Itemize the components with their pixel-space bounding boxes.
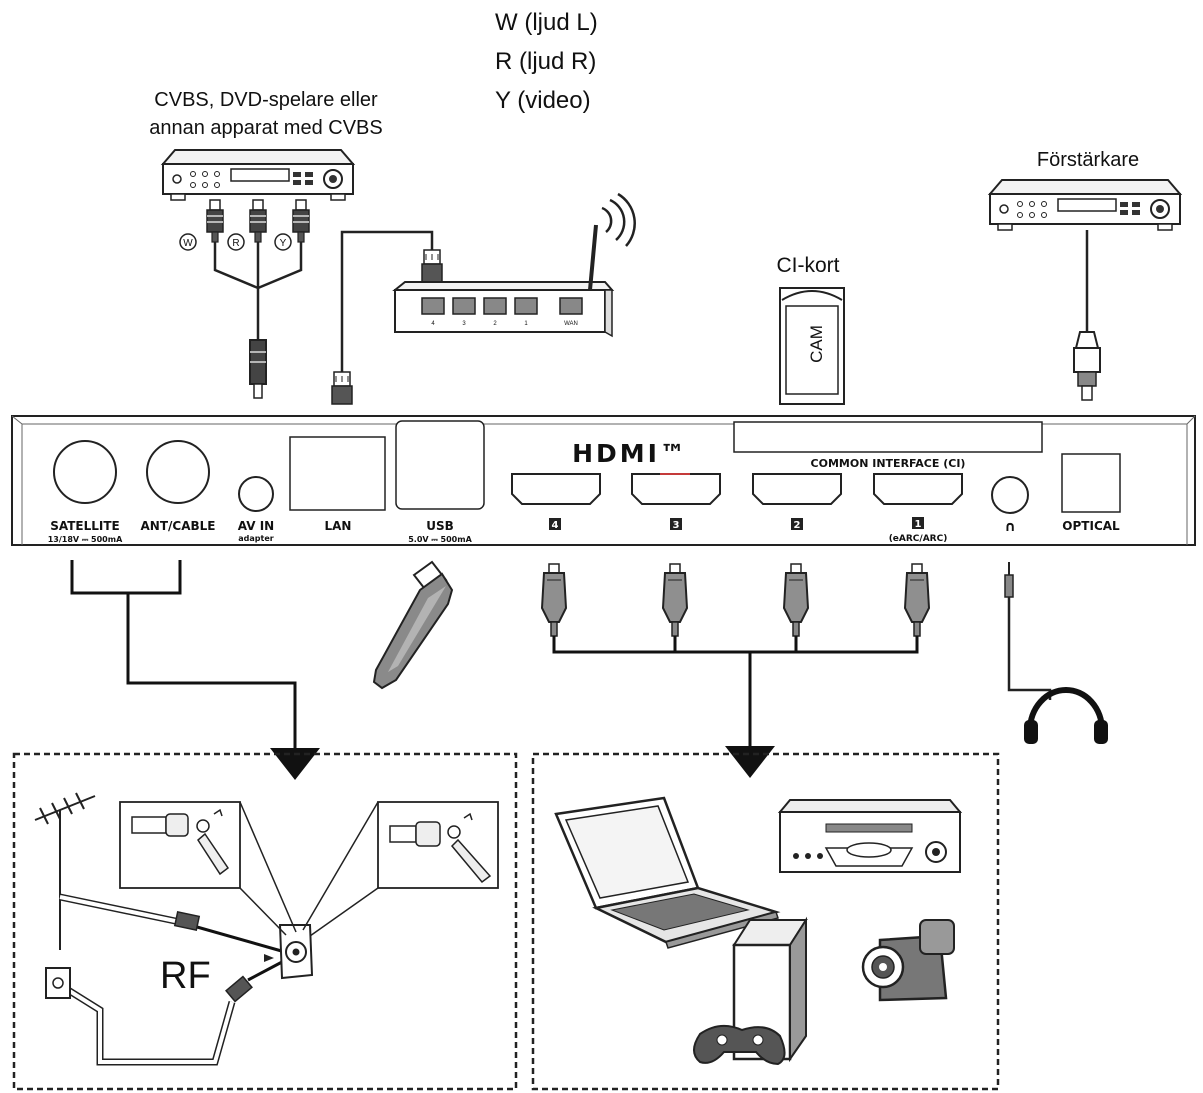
usb-spec: 5.0V ⎓ 500mA xyxy=(408,535,472,544)
satellite-label: SATELLITE xyxy=(50,519,120,533)
router-port-1: 1 xyxy=(524,321,528,327)
antenna-arrow xyxy=(70,560,297,750)
usb-stick-icon xyxy=(372,560,454,690)
callout-right xyxy=(302,801,499,937)
antenna-arrowhead xyxy=(270,748,320,780)
ant-cable-port xyxy=(146,440,210,504)
hdmi-badge-4 xyxy=(549,518,561,530)
cvbs-device-line1: CVBS, DVD-spelare eller xyxy=(154,89,378,111)
ci-slot xyxy=(733,421,1043,453)
hdmi-devices-box xyxy=(531,752,1000,1091)
cvbs-device-line2: annan apparat med CVBS xyxy=(149,117,383,139)
hdmi-plug-3-icon xyxy=(662,563,688,637)
cvbs-device-label: CVBS, DVD-spelare eller annan apparat me… xyxy=(149,89,383,139)
lan-port xyxy=(289,436,386,511)
hdmi-badge-3 xyxy=(670,518,682,530)
lan-cable xyxy=(340,230,434,372)
hdmi-port-3 xyxy=(631,473,721,505)
satellite-port xyxy=(53,440,117,504)
headphones-icon xyxy=(1024,687,1108,744)
camcorder-icon xyxy=(861,919,955,1002)
hdmi-port-3-label: 3 xyxy=(673,520,680,531)
optical-cable xyxy=(1073,230,1101,401)
cam-card-icon: CAM xyxy=(779,287,845,405)
callout-left xyxy=(119,801,297,936)
lan-label: LAN xyxy=(325,519,352,533)
rf-cables xyxy=(58,893,286,1066)
rca-letter-r: R xyxy=(232,238,239,249)
hdmi-port-1-sub-label: (eARC/ARC) xyxy=(889,534,948,544)
router-port-wan: WAN xyxy=(564,321,578,327)
common-interface-label: COMMON INTERFACE (CI) xyxy=(811,457,966,470)
hdmi-logo: HDMI™ xyxy=(572,439,688,468)
usb-port xyxy=(395,420,485,510)
hdmi-cables xyxy=(552,636,919,748)
hdmi-plug-1-icon xyxy=(904,563,930,637)
av-in-plug-icon xyxy=(249,339,267,399)
av-in-sub-label: adapter xyxy=(238,534,274,543)
router-lan-plug-icon xyxy=(421,249,443,283)
rca-cables xyxy=(213,240,303,340)
antenna-icon xyxy=(34,792,96,950)
hdmi-port-4-label: 4 xyxy=(552,520,559,531)
tv-lan-plug-icon xyxy=(331,371,353,405)
dvd-recorder-icon xyxy=(777,799,963,873)
gamepad-icon xyxy=(693,1024,786,1066)
router-port-4: 4 xyxy=(431,321,435,327)
tv-back-panel: HDMI™ COMMON INTERFACE (CI) SATELLITE 13… xyxy=(11,415,1196,546)
av-in-label: AV IN xyxy=(238,519,274,533)
wall-socket-icon xyxy=(45,967,71,999)
rca-plug-r-icon xyxy=(249,199,267,243)
cvbs-signal-labels: W (ljud L) R (ljud R) Y (video) xyxy=(495,9,598,114)
hdmi-port-2 xyxy=(752,473,842,505)
laptop-icon xyxy=(554,796,781,949)
rf-socket-icon xyxy=(264,924,314,980)
rf-label: RF xyxy=(160,955,211,997)
headphone-cable xyxy=(1004,562,1052,700)
ant-cable-label: ANT/CABLE xyxy=(141,519,216,533)
ci-card-label: CI-kort xyxy=(777,254,840,277)
satellite-spec: 13/18V ⎓ 500mA xyxy=(48,535,123,544)
hdmi-badge-1 xyxy=(912,517,924,529)
coax-plug-icons xyxy=(173,910,253,1003)
optical-port xyxy=(1061,453,1121,513)
usb-label: USB xyxy=(426,519,454,533)
antenna-connection-box xyxy=(12,752,518,1091)
hdmi-badge-2 xyxy=(791,518,803,530)
rca-plug-y-icon xyxy=(292,199,310,243)
hdmi-arrowhead xyxy=(725,746,775,778)
rca-letter-w: W xyxy=(183,238,193,249)
rca-plug-w-icon xyxy=(206,199,224,243)
hdmi-port-1 xyxy=(873,473,963,505)
dvd-player-icon xyxy=(162,149,354,201)
router-port-3: 3 xyxy=(462,321,466,327)
headphone-port xyxy=(991,476,1029,514)
amplifier-icon xyxy=(989,179,1181,231)
hdmi-plug-4-icon xyxy=(541,563,567,637)
signal-label-r: R (ljud R) xyxy=(495,48,596,75)
optical-label: OPTICAL xyxy=(1062,519,1120,533)
signal-label-y: Y (video) xyxy=(495,87,591,114)
router-port-2: 2 xyxy=(493,321,497,327)
headphone-icon-label: ∩ xyxy=(1004,519,1015,535)
router-icon: 4 3 2 1 WAN xyxy=(392,192,636,338)
hdmi-port-4 xyxy=(511,473,601,505)
av-in-port xyxy=(238,476,274,512)
signal-label-w: W (ljud L) xyxy=(495,9,598,36)
hdmi-port-2-label: 2 xyxy=(794,520,801,531)
rca-letter-y: Y xyxy=(280,238,287,249)
amplifier-label: Förstärkare xyxy=(1037,149,1139,171)
hdmi-port-1-label: 1 xyxy=(915,519,922,530)
hdmi-plug-2-icon xyxy=(783,563,809,637)
rca-letter-badges: W R Y xyxy=(179,233,292,251)
cam-text: CAM xyxy=(807,325,826,363)
